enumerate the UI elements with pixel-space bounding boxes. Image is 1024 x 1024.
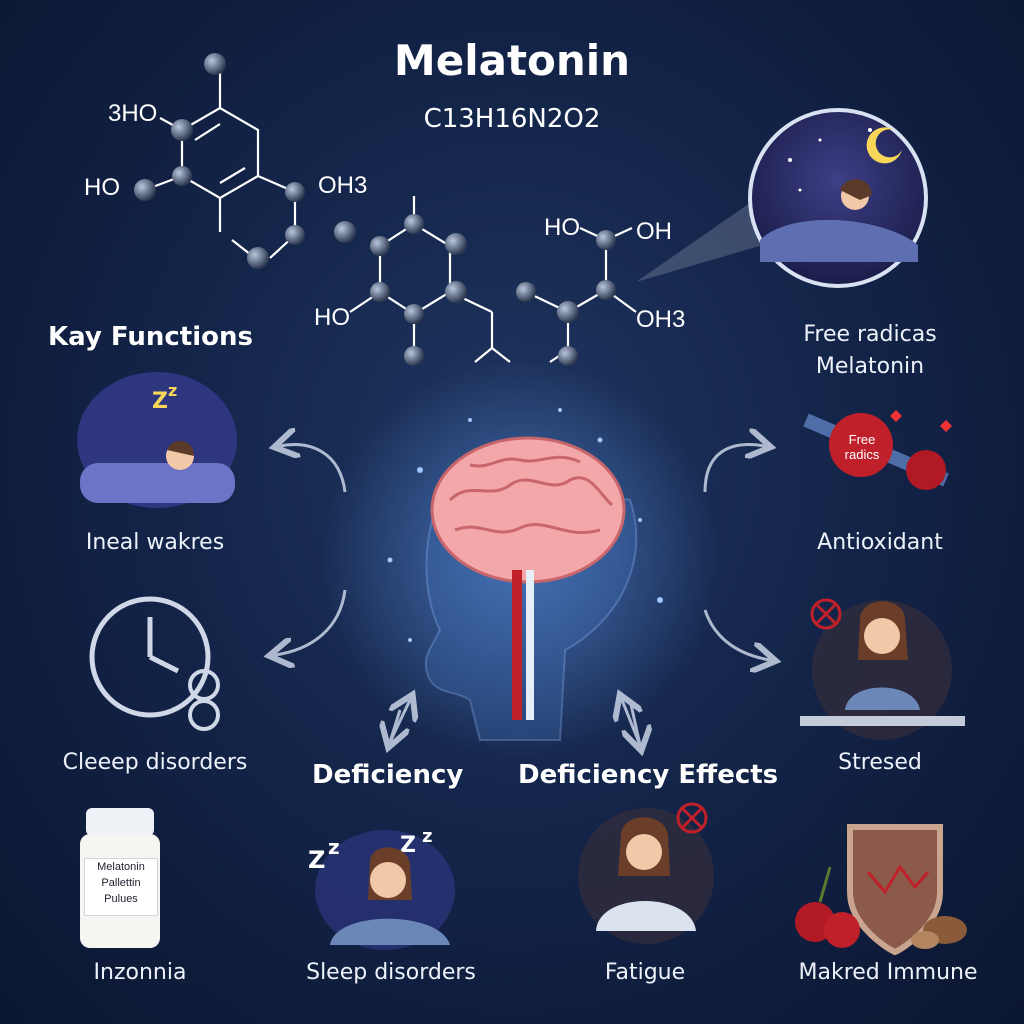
molecule-label: OH xyxy=(636,218,672,245)
left-caption-1: Ineal wakres xyxy=(85,530,225,555)
immune-shield-icon xyxy=(795,824,967,956)
badge-line: Free xyxy=(848,432,876,447)
badge-line: radics xyxy=(844,447,880,462)
molecule-label: OH3 xyxy=(636,306,686,333)
bottom-caption-1: Sleep disorders xyxy=(306,960,476,985)
chemical-formula: C13H16N2O2 xyxy=(423,104,601,134)
left-caption-2: Cleeep disorders xyxy=(62,750,248,775)
bottle-label-line: Pulues xyxy=(104,893,138,905)
right-caption-3: Makred Immune xyxy=(798,960,978,985)
drowsy-person-icon: Z z Z z xyxy=(308,826,455,950)
melatonin-caption: Melatonin xyxy=(815,354,925,379)
bottle-label-line: Melatonin xyxy=(97,861,145,873)
svg-text:Z: Z xyxy=(152,389,168,414)
molecule-label: HO xyxy=(84,174,120,201)
deficiency-heading: Deficiency xyxy=(312,760,464,790)
deficiency-effects-heading: Deficiency Effects xyxy=(518,760,779,790)
brain-head-icon xyxy=(424,436,638,741)
pill-bottle-icon: Melatonin Pallettin Pulues xyxy=(80,808,160,948)
right-caption-2: Stresed xyxy=(838,750,922,775)
free-radicals-badge: Free radics xyxy=(830,432,894,462)
clock-icon xyxy=(89,596,220,731)
bottom-caption-2: Fatigue xyxy=(604,960,686,985)
molecule-atoms xyxy=(134,53,616,366)
free-radicals-icon xyxy=(803,410,952,490)
sleeping-person-icon: Z z xyxy=(77,372,237,508)
svg-text:Z: Z xyxy=(308,846,325,874)
svg-text:z: z xyxy=(328,835,340,859)
stressed-woman-icon xyxy=(800,598,965,740)
cycle-arrows xyxy=(275,445,770,745)
molecule-label: 3HO xyxy=(108,100,158,127)
right-caption-1: Antioxidant xyxy=(817,530,943,555)
page-title: Melatonin xyxy=(393,36,631,85)
bottle-label-line: Pallettin xyxy=(101,877,141,889)
svg-text:Z: Z xyxy=(400,833,416,858)
free-radicals-caption: Free radicas xyxy=(803,322,937,347)
molecule-label: HO xyxy=(314,304,350,331)
svg-text:z: z xyxy=(422,826,432,847)
night-sleep-icon xyxy=(748,108,928,288)
key-functions-heading: Kay Functions xyxy=(48,322,253,352)
molecule-label: HO xyxy=(544,214,580,241)
fatigued-woman-icon xyxy=(578,802,714,944)
svg-text:z: z xyxy=(168,381,177,400)
molecule-label: OH3 xyxy=(318,172,368,199)
left-caption-3: Inzonnia xyxy=(93,960,187,985)
